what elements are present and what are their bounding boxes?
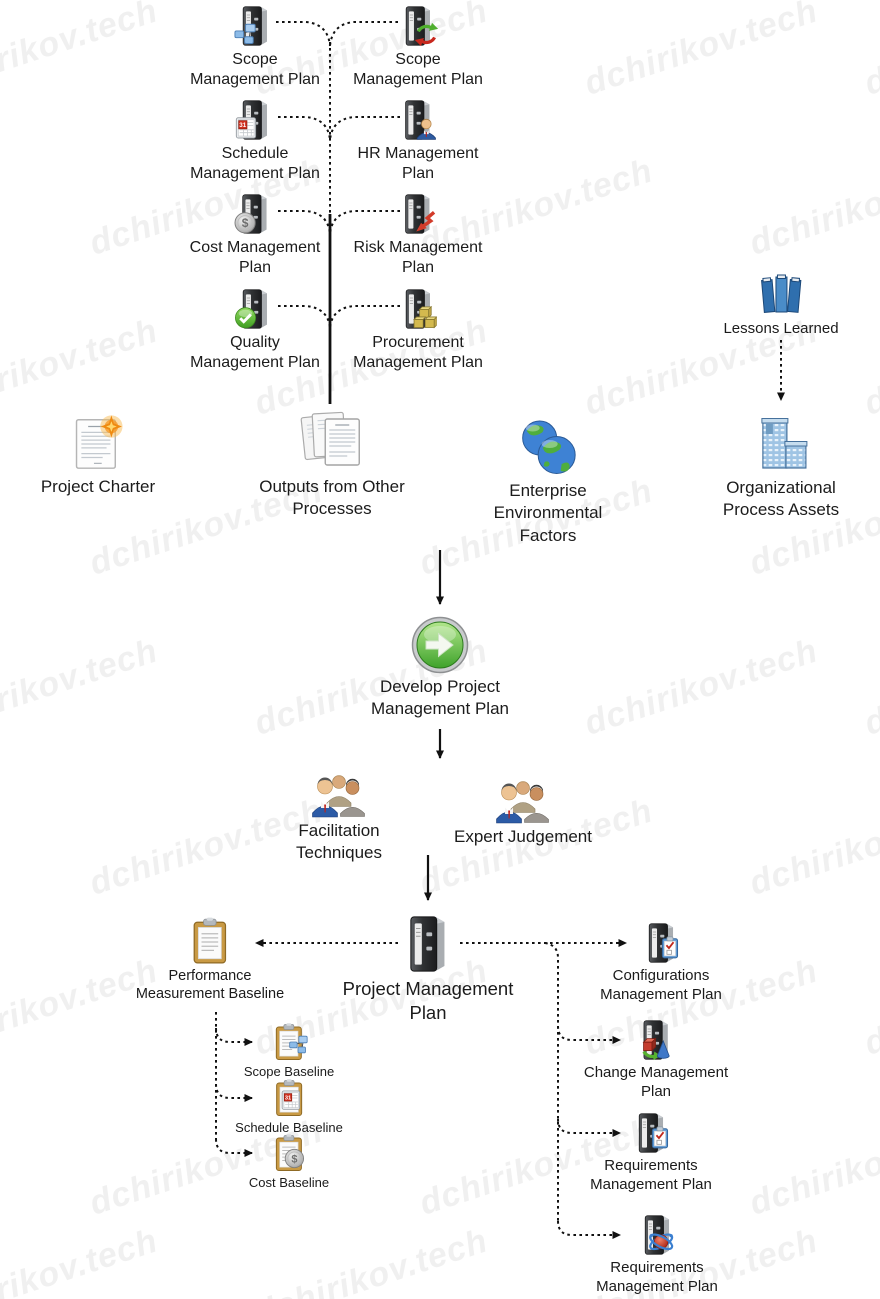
binder-risk-arrow-icon	[396, 192, 437, 236]
node-label: Configurations Management Plan	[600, 967, 722, 1003]
node-expert-judgement: Expert Judgement	[454, 778, 592, 848]
people-group-icon	[495, 778, 551, 824]
node-schedule-baseline: Schedule Baseline	[235, 1078, 343, 1136]
node-label: Project Charter	[40, 477, 156, 496]
building-icon	[750, 413, 812, 475]
binder-atom-icon	[635, 1213, 675, 1257]
connector-arrow	[215, 1027, 253, 1046]
binder-orgchart-icon	[234, 4, 277, 48]
connector-line	[278, 116, 331, 141]
binder-packages-icon	[396, 287, 437, 331]
node-project-management-plan: Project Management Plan	[342, 913, 514, 1025]
connector-line	[276, 21, 331, 47]
binder-change-icon	[642, 1018, 670, 1062]
connector-line	[329, 21, 398, 47]
node-quality-management-plan: Quality Management Plan	[190, 287, 320, 373]
clipboard-orgchart-icon	[269, 1022, 308, 1062]
green-arrow-button-icon	[411, 616, 469, 674]
connector-arrow	[215, 1083, 253, 1102]
node-label: Outputs from Other Processes	[259, 477, 405, 519]
node-cost-baseline: Cost Baseline	[249, 1133, 329, 1191]
node-scope-management-plan-2: Scope Management Plan	[353, 4, 483, 90]
node-label: Project Management Plan	[342, 978, 514, 1024]
connector-arrow	[557, 1025, 621, 1044]
people-group-icon	[311, 772, 367, 818]
node-enterprise-environmental-factors: Enterprise Environmental Factors	[493, 416, 603, 547]
connector-arrow	[557, 1118, 621, 1137]
books-icon	[758, 272, 804, 318]
binder-large-icon	[397, 913, 459, 975]
connector-line	[544, 942, 559, 1221]
document-star-icon	[67, 412, 129, 474]
node-develop-project-management-plan: Develop Project Management Plan	[371, 616, 509, 721]
node-schedule-management-plan: Schedule Management Plan	[190, 98, 320, 184]
node-requirements-management-plan-2: Requirements Management Plan	[596, 1213, 718, 1296]
node-label: Risk Management Plan	[353, 239, 483, 276]
node-scope-baseline: Scope Baseline	[244, 1022, 334, 1080]
node-organizational-process-assets: Organizational Process Assets	[723, 413, 839, 522]
node-change-management-plan: Change Management Plan	[584, 1018, 728, 1101]
node-label: Procurement Management Plan	[353, 334, 483, 371]
binder-check-icon	[233, 287, 277, 330]
connector-line	[278, 305, 331, 329]
node-outputs-from-other-processes: Outputs from Other Processes	[259, 406, 405, 521]
node-label: Facilitation Techniques	[295, 821, 383, 863]
binder-checklist-icon	[629, 1111, 669, 1155]
connector-arrow	[557, 1220, 621, 1239]
connector-line	[329, 305, 400, 329]
clipboard-icon	[185, 916, 235, 966]
node-requirements-management-plan-1: Requirements Management Plan	[590, 1111, 712, 1194]
binder-coin-icon	[234, 192, 277, 236]
node-label: HR Management Plan	[357, 145, 479, 182]
node-label: Enterprise Environmental Factors	[493, 481, 603, 545]
clipboard-calendar-icon	[269, 1078, 309, 1118]
node-label: Cost Baseline	[248, 1175, 330, 1190]
node-configurations-management-plan: Configurations Management Plan	[600, 921, 722, 1004]
node-cost-management-plan: Cost Management Plan	[189, 192, 321, 278]
clipboard-coin-icon	[269, 1133, 305, 1173]
node-procurement-management-plan: Procurement Management Plan	[353, 287, 483, 373]
node-label: Scope Baseline	[243, 1064, 335, 1079]
documents-stack-icon	[298, 406, 366, 474]
node-label: Cost Management Plan	[189, 239, 321, 276]
node-label: Change Management Plan	[583, 1064, 729, 1100]
node-label: Requirements Management Plan	[590, 1157, 712, 1193]
node-label: Requirements Management Plan	[596, 1259, 718, 1295]
connector-arrow	[215, 1138, 253, 1157]
node-label: Expert Judgement	[454, 827, 592, 846]
node-label: Performance Measurement Baseline	[135, 968, 285, 1002]
binder-refresh-icon	[396, 4, 439, 47]
node-label: Lessons Learned	[723, 320, 839, 337]
globes-icon	[517, 416, 579, 478]
node-scope-management-plan-1: Scope Management Plan	[190, 4, 320, 90]
node-label: Schedule Management Plan	[190, 145, 320, 182]
node-performance-measurement-baseline: Performance Measurement Baseline	[136, 916, 284, 1004]
node-label: Schedule Baseline	[235, 1120, 343, 1135]
node-label: Organizational Process Assets	[722, 478, 840, 520]
node-label: Scope Management Plan	[353, 51, 483, 88]
binder-checklist-icon	[639, 921, 679, 965]
node-label: Quality Management Plan	[190, 334, 320, 371]
node-hr-management-plan: HR Management Plan	[357, 98, 479, 184]
node-project-charter: Project Charter	[41, 412, 155, 498]
binder-person-icon	[396, 98, 437, 140]
node-lessons-learned: Lessons Learned	[723, 272, 839, 339]
node-label: Develop Project Management Plan	[371, 677, 509, 719]
binder-calendar-icon	[235, 98, 277, 142]
node-label: Scope Management Plan	[190, 51, 320, 88]
node-facilitation-techniques: Facilitation Techniques	[296, 772, 382, 865]
connector-line	[329, 116, 400, 141]
node-risk-management-plan: Risk Management Plan	[353, 192, 483, 278]
